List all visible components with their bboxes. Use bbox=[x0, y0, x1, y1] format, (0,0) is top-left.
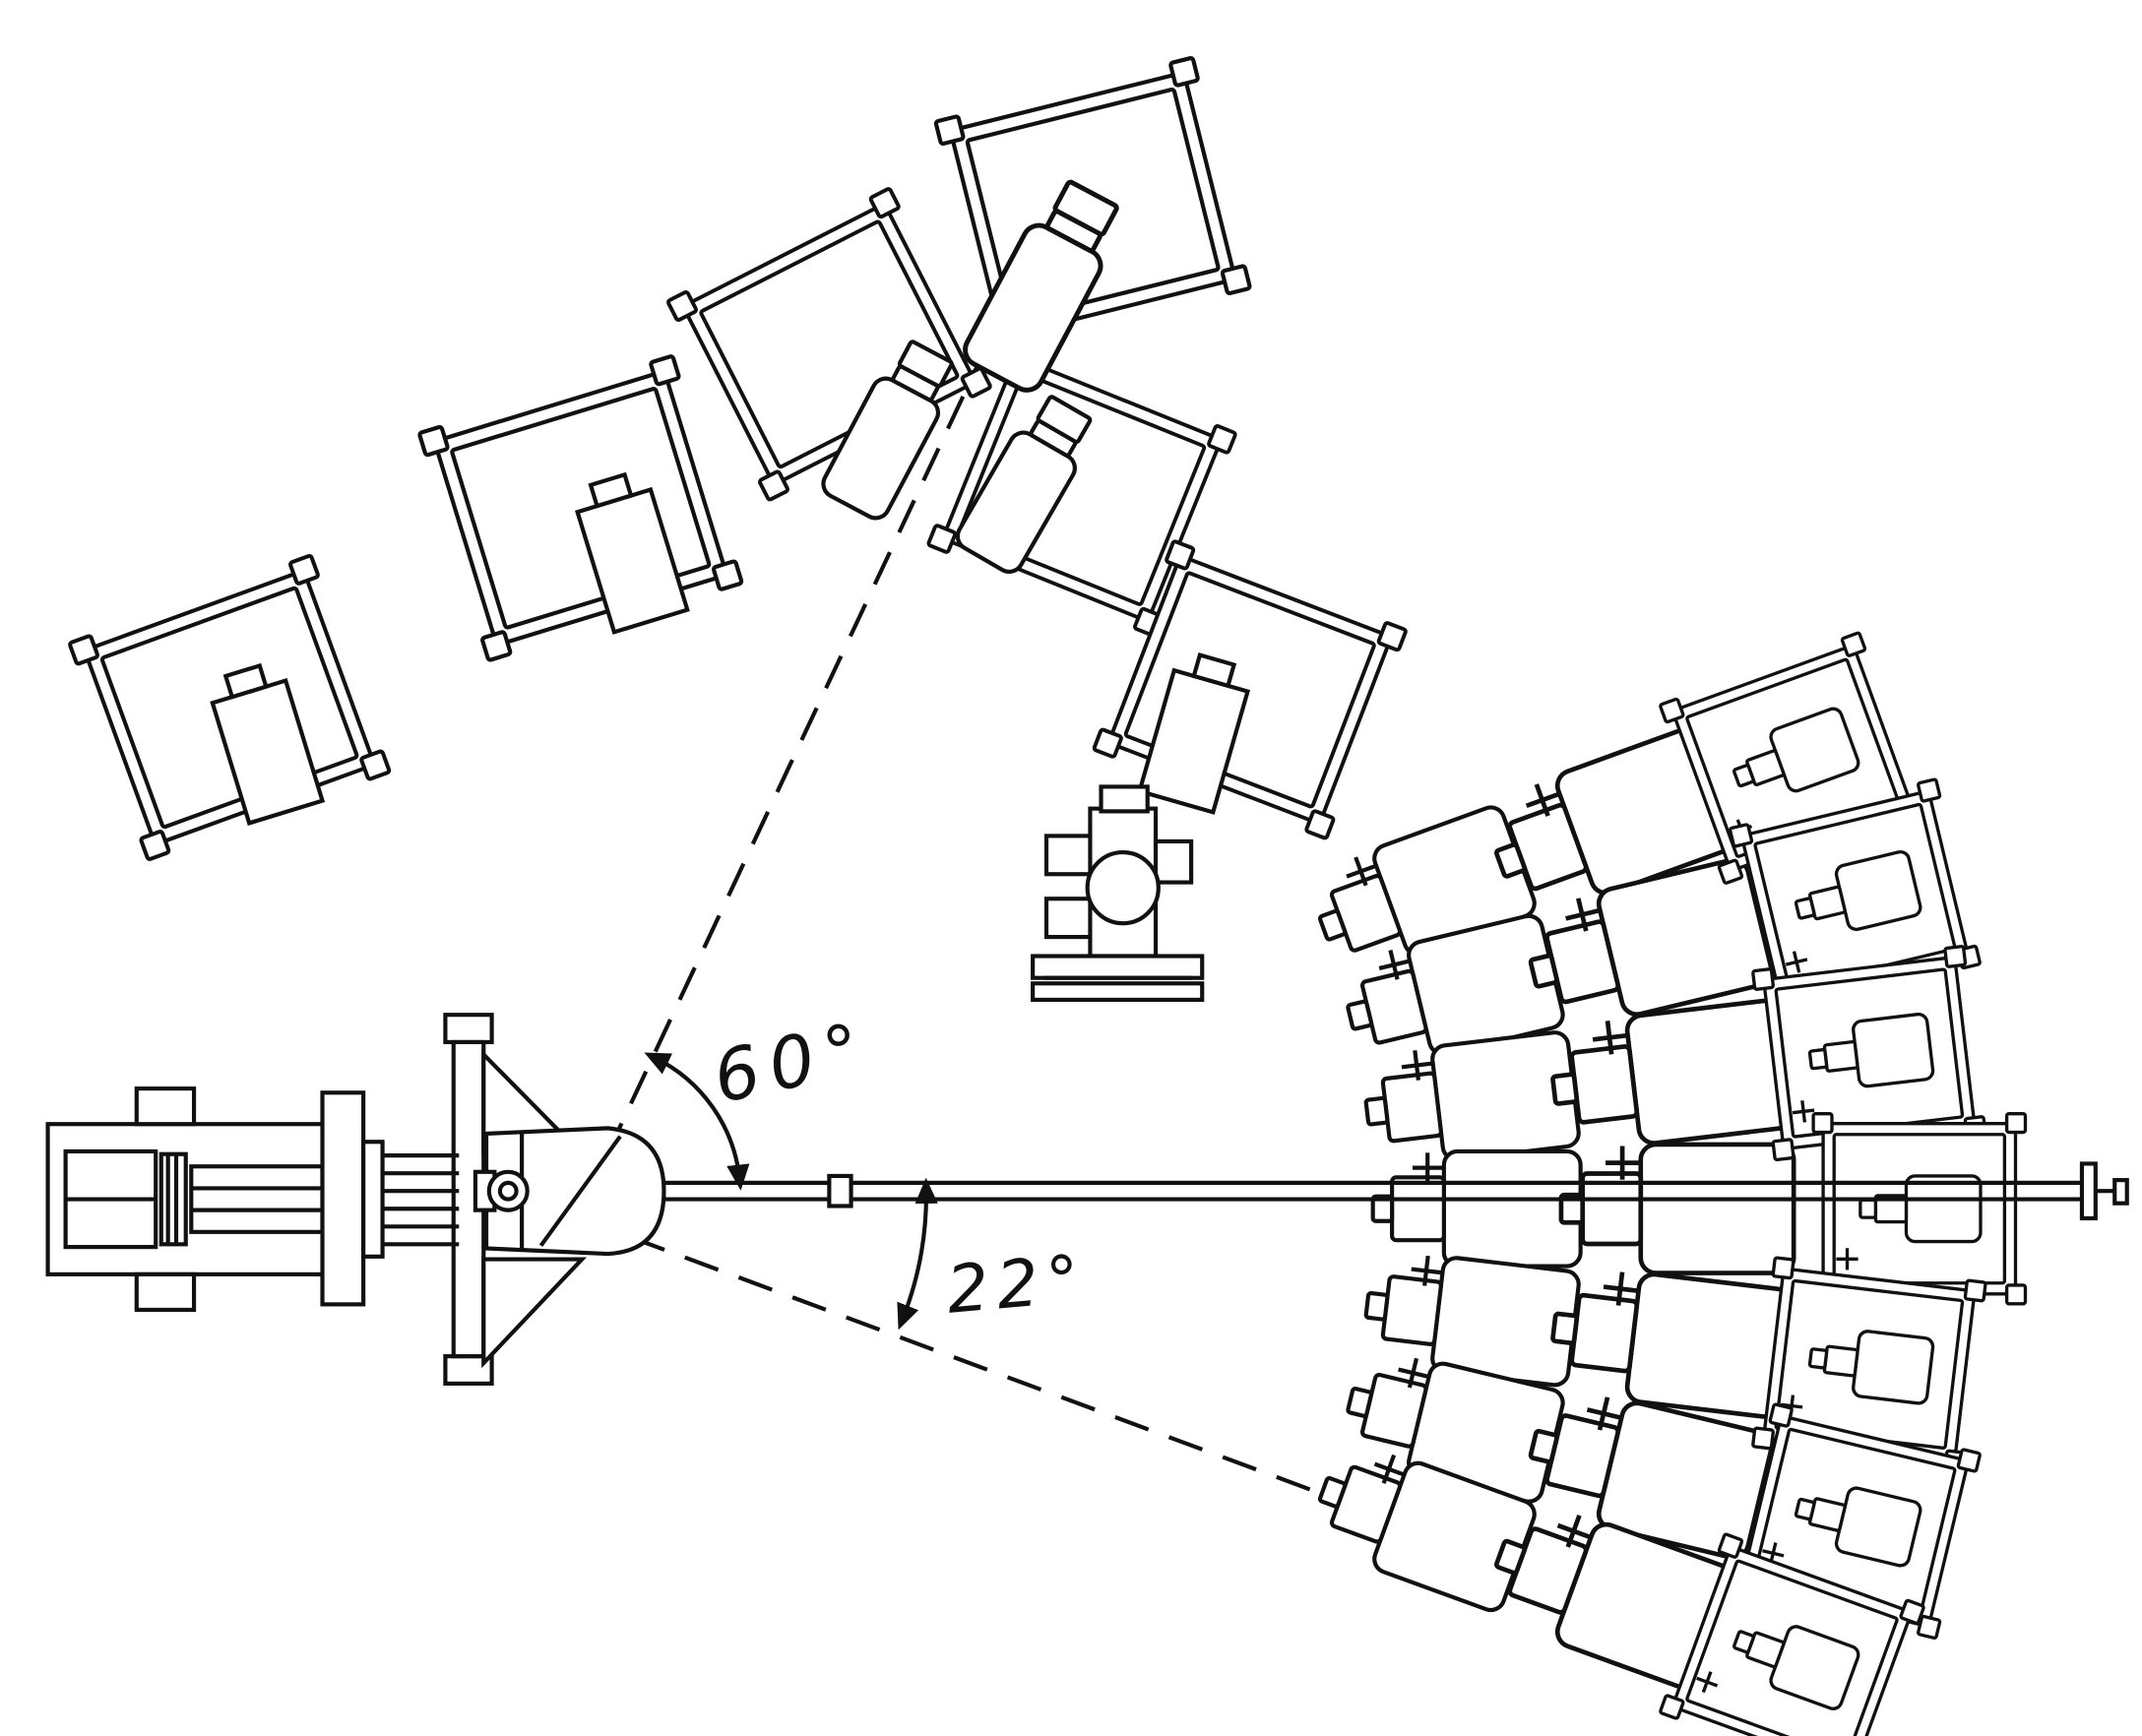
detector-device bbox=[575, 471, 690, 635]
angle-reference-dashed-lines bbox=[604, 258, 1375, 1516]
fan-tray-unit bbox=[1494, 725, 1739, 896]
angle-label-22: 22° bbox=[944, 1240, 1091, 1329]
detector-device bbox=[955, 395, 1093, 574]
fan-tray-unit bbox=[1370, 1148, 1583, 1269]
turntable-stand-assembly bbox=[1031, 784, 1205, 1002]
detector-device bbox=[1137, 651, 1251, 815]
fan-tray-unit bbox=[1558, 1142, 1796, 1275]
detector-frame bbox=[417, 354, 744, 662]
fan-frame-unit bbox=[1751, 945, 1987, 1162]
detector-frame bbox=[926, 341, 1237, 638]
fan-tray-unit bbox=[1494, 1514, 1739, 1692]
fan-tray-unit bbox=[1550, 1271, 1794, 1419]
scattered-detector-frames bbox=[68, 56, 1408, 861]
fan-tray-unit bbox=[1317, 805, 1537, 957]
fan-tray-unit bbox=[1363, 1030, 1581, 1162]
detector-frame bbox=[68, 553, 392, 861]
fan-frame-unit bbox=[1811, 1111, 2028, 1306]
fan-tray-unit bbox=[1550, 998, 1794, 1146]
fan-tray-unit bbox=[1528, 857, 1774, 1017]
loose-device bbox=[963, 179, 1119, 393]
fan-frame-unit bbox=[1659, 631, 1925, 885]
source-machine-assembly bbox=[45, 1013, 666, 1386]
detector-device bbox=[210, 662, 326, 826]
loose-device bbox=[821, 340, 954, 521]
fan-tray-unit bbox=[1346, 913, 1565, 1056]
fan-tray-unit bbox=[1346, 1357, 1565, 1504]
fan-frame-unit bbox=[1659, 1532, 1925, 1736]
detector-frame bbox=[1092, 539, 1408, 840]
detector-fan-array bbox=[1317, 631, 2028, 1736]
detector-frame bbox=[666, 187, 992, 502]
angle-label-60: 60° bbox=[707, 1007, 879, 1121]
fan-tray-unit bbox=[1363, 1255, 1581, 1388]
angle-arc-arrows bbox=[644, 1052, 938, 1331]
fan-tray-unit bbox=[1528, 1396, 1774, 1560]
beam-line-pipe bbox=[663, 1161, 2129, 1221]
fan-frame-unit bbox=[1728, 777, 1982, 1015]
